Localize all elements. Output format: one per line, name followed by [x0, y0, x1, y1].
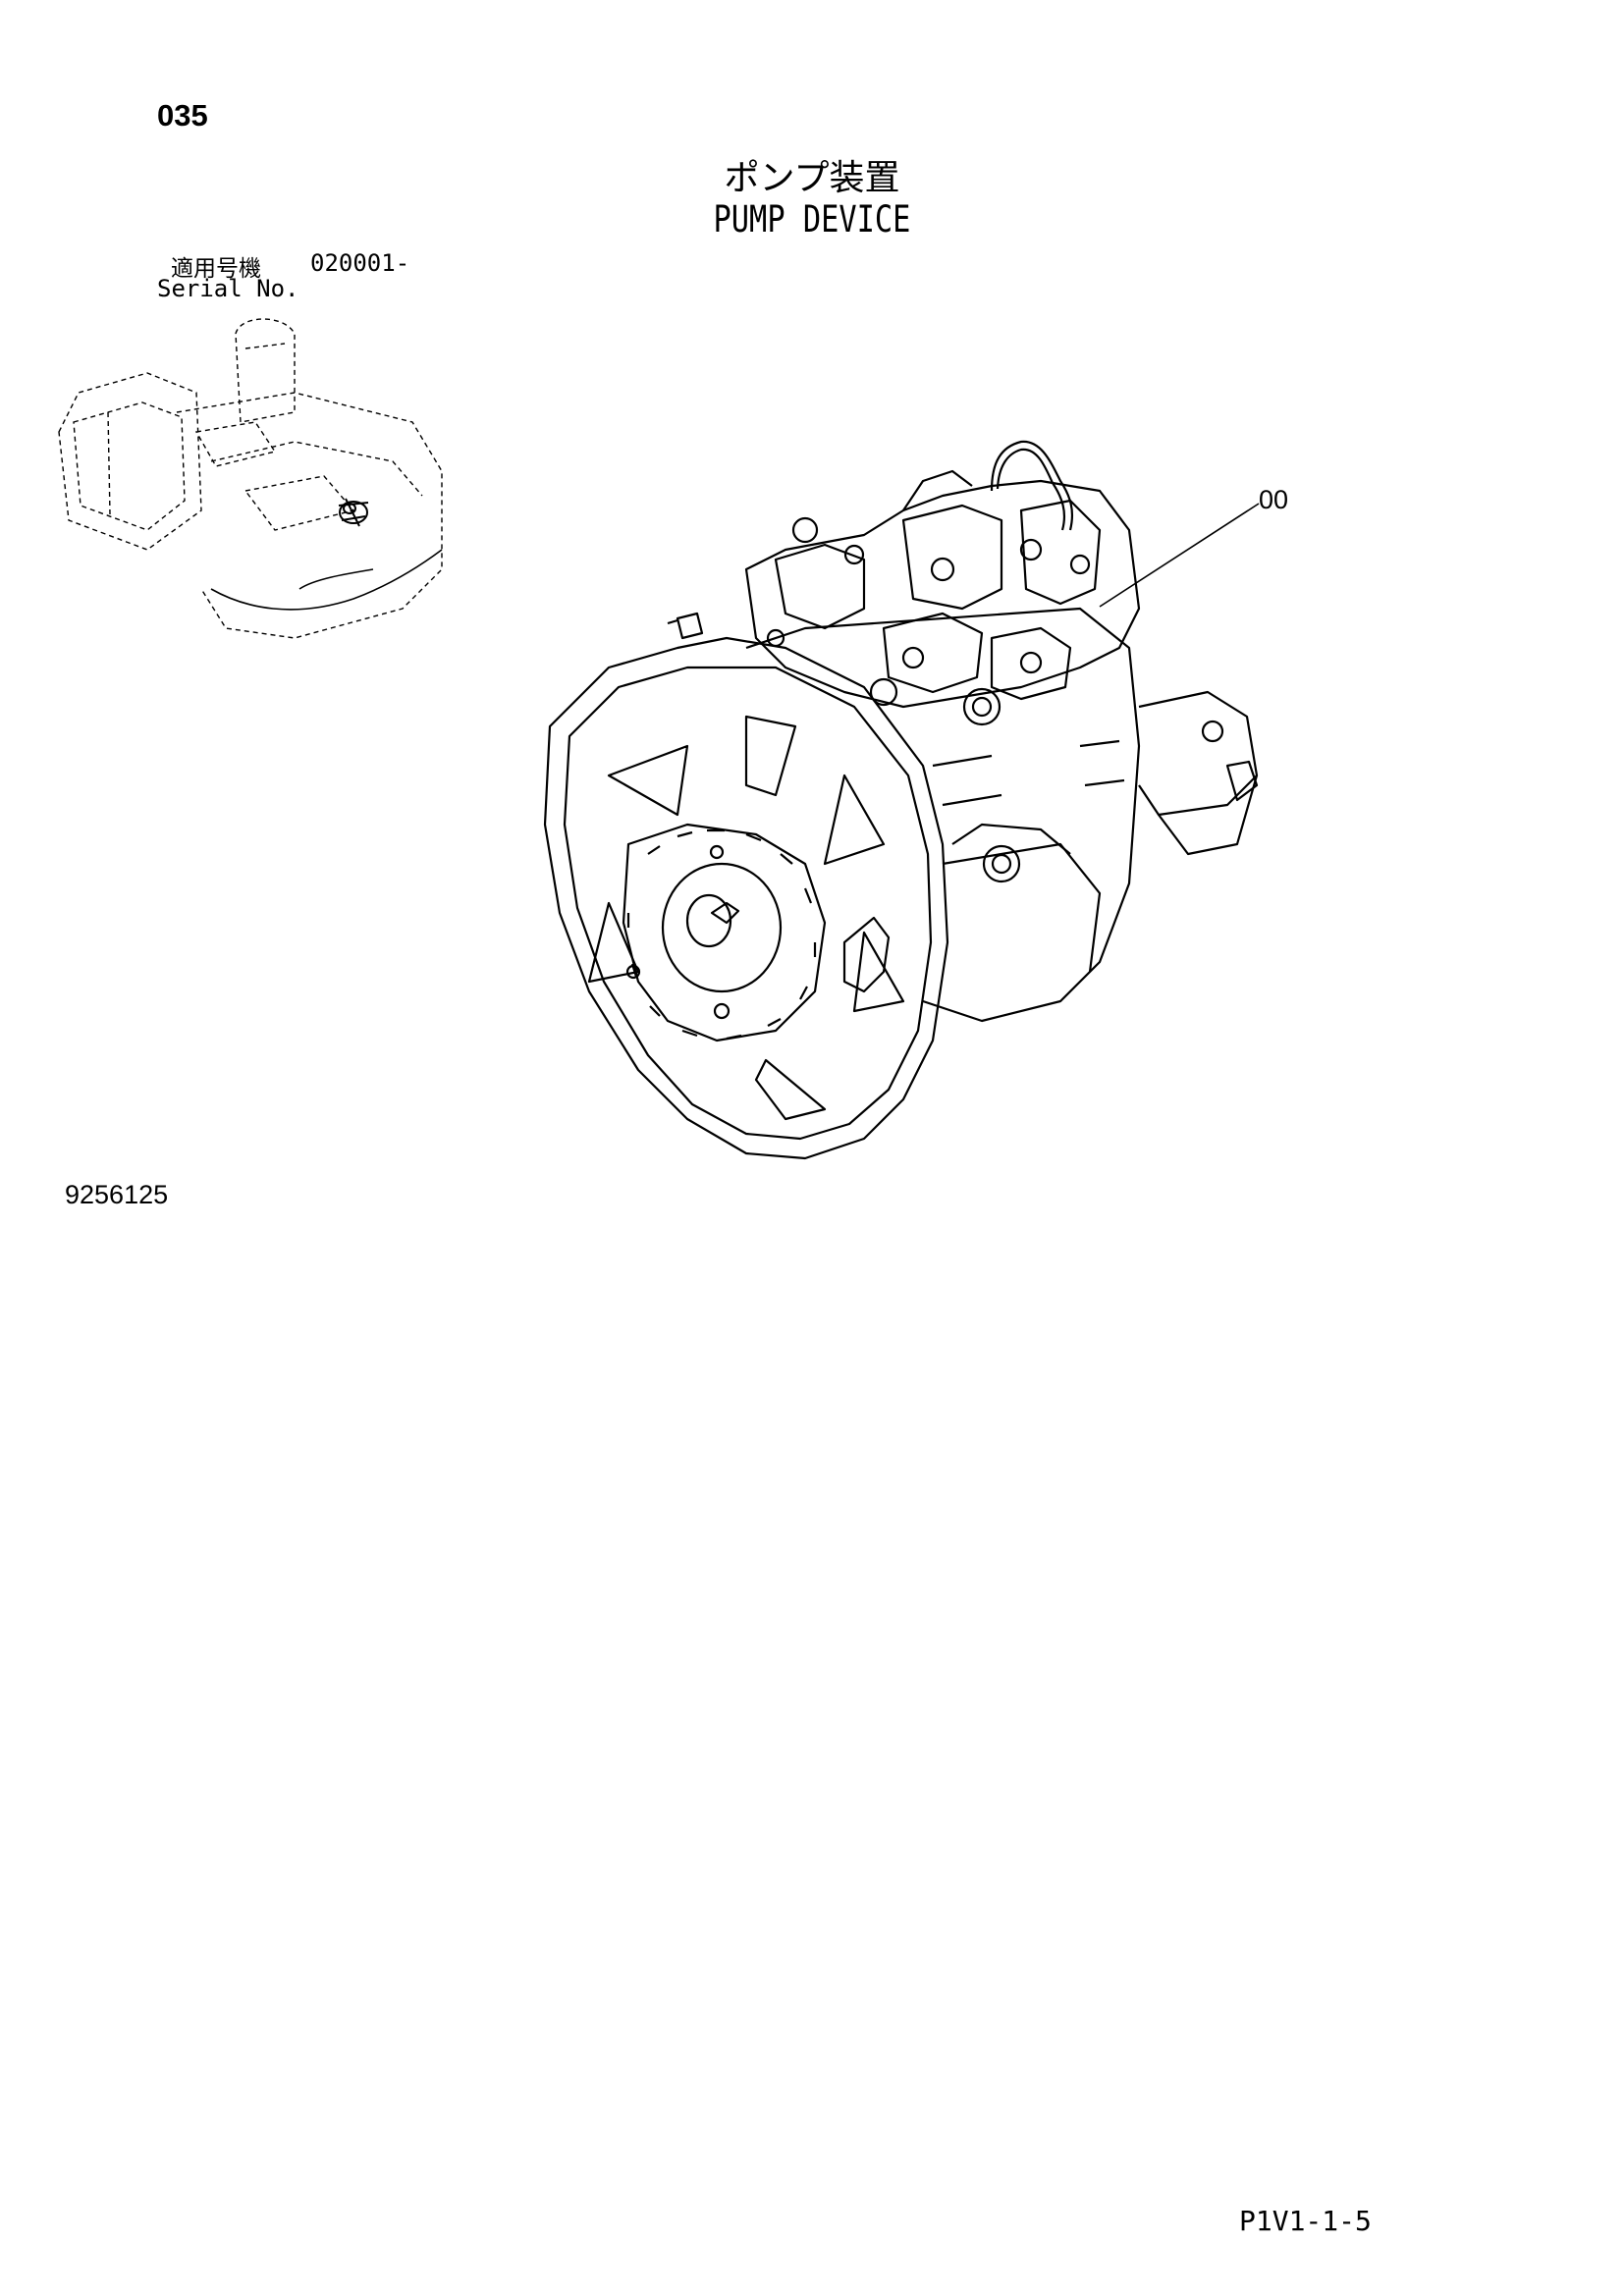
serial-label-japanese: 適用号機 [171, 256, 261, 282]
serial-label-english: Serial No. [157, 275, 299, 302]
page-number: 035 [157, 98, 208, 133]
drawing-number: 9256125 [65, 1180, 169, 1209]
page-title-japanese: ポンプ装置 [724, 158, 900, 198]
part-callout-00: 00 [1259, 485, 1289, 514]
sheet-code: P1V1-1-5 [1239, 2205, 1372, 2237]
serial-range: 020001- [310, 249, 410, 277]
page-title-english: PUMP DEVICE [713, 198, 911, 240]
